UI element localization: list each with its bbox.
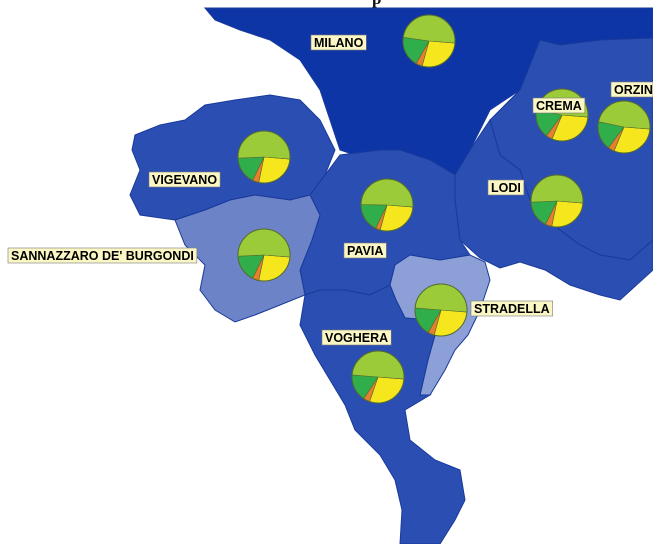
pie-orzin[interactable]	[597, 100, 651, 154]
pie-crema[interactable]	[535, 88, 589, 142]
pie-outline	[360, 178, 414, 232]
district-name: MILANO	[314, 36, 364, 50]
label-background	[310, 34, 367, 51]
label-background	[610, 81, 653, 98]
label-sannazzaro-de-burgondi: SANNAZZARO DE' BURGONDI	[7, 247, 198, 264]
district-name: ORZIN	[614, 83, 653, 97]
region-lodi[interactable]	[454, 118, 653, 301]
label-background	[487, 179, 525, 196]
pie-lodi[interactable]	[530, 174, 584, 228]
label-background	[470, 300, 554, 317]
pie-outline	[530, 174, 584, 228]
label-lodi: LODI	[487, 179, 525, 196]
district-name: VIGEVANO	[152, 173, 217, 187]
label-voghera: VOGHERA	[321, 329, 392, 346]
pie-voghera[interactable]	[351, 350, 405, 404]
label-vigevano: VIGEVANO	[148, 171, 221, 188]
label-background	[7, 247, 198, 264]
pie-outline	[597, 100, 651, 154]
district-name: SANNAZZARO DE' BURGONDI	[11, 249, 194, 263]
pie-outline	[402, 14, 456, 68]
label-crema: CREMA	[532, 97, 586, 114]
district-name: CREMA	[536, 99, 582, 113]
pie-stradella[interactable]	[414, 283, 468, 337]
pie-pavia[interactable]	[360, 178, 414, 232]
pie-outline	[237, 228, 291, 282]
label-background	[321, 329, 392, 346]
district-name: LODI	[491, 181, 521, 195]
district-name: VOGHERA	[325, 331, 388, 345]
pie-outline	[351, 350, 405, 404]
pie-sannazzaro-de-burgondi[interactable]	[237, 228, 291, 282]
label-background	[343, 242, 387, 259]
pie-milano[interactable]	[402, 14, 456, 68]
label-stradella: STRADELLA	[470, 300, 554, 317]
pie-outline	[237, 130, 291, 184]
label-milano: MILANO	[310, 34, 367, 51]
pie-outline	[535, 88, 589, 142]
page-title: p	[372, 0, 381, 9]
district-name: PAVIA	[347, 244, 383, 258]
region-voghera[interactable]	[299, 284, 466, 544]
label-pavia: PAVIA	[343, 242, 387, 259]
pie-outline	[414, 283, 468, 337]
label-background	[148, 171, 221, 188]
pie-vigevano[interactable]	[237, 130, 291, 184]
label-background	[532, 97, 586, 114]
label-orzin: ORZIN	[610, 81, 653, 98]
district-name: STRADELLA	[474, 302, 550, 316]
